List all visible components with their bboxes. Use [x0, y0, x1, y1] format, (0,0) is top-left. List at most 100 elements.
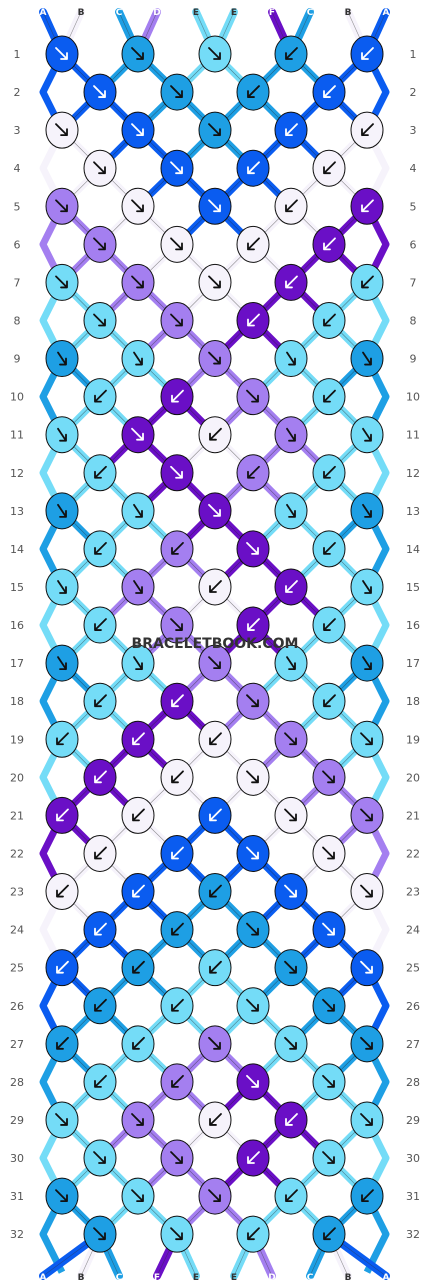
knot — [198, 873, 232, 911]
knot-arrow-icon — [247, 85, 260, 98]
row-number-left: 11 — [10, 429, 24, 442]
row-number-right: 15 — [406, 581, 420, 594]
knot — [45, 644, 79, 682]
knot-arrow-icon — [323, 542, 336, 555]
knot — [198, 644, 232, 682]
knot-arrow-icon — [55, 1189, 68, 1202]
knot — [45, 35, 79, 73]
knot-arrow-icon — [323, 618, 336, 631]
knot-arrow-icon — [361, 199, 374, 213]
knot-arrow-icon — [285, 275, 298, 289]
knot — [236, 454, 270, 492]
knot-arrow-icon — [93, 85, 106, 98]
knot — [83, 1215, 117, 1253]
knot — [350, 796, 384, 834]
knot — [160, 682, 194, 720]
knot-arrow-icon — [322, 922, 335, 936]
knot-arrow-icon — [323, 161, 336, 175]
row-number-left: 16 — [10, 619, 24, 632]
knot-arrow-icon — [57, 656, 67, 671]
knot-arrow-icon — [93, 237, 106, 251]
knot-arrow-icon — [209, 960, 222, 974]
knot-arrow-icon — [360, 732, 373, 746]
knot-arrow-icon — [360, 1036, 373, 1050]
knot-arrow-icon — [133, 503, 143, 518]
knot-arrow-icon — [247, 618, 260, 631]
knot — [198, 263, 232, 301]
knot — [236, 911, 270, 949]
knot-arrow-icon — [208, 503, 221, 517]
knot — [45, 187, 79, 225]
knot — [274, 568, 308, 606]
row-number-left: 26 — [10, 1000, 24, 1013]
knot — [312, 834, 346, 872]
row-number-left: 3 — [14, 124, 21, 137]
knot-arrow-icon — [55, 275, 68, 289]
knot — [236, 225, 270, 263]
row-number-right: 22 — [406, 847, 420, 860]
knot-arrow-icon — [322, 846, 335, 860]
knot — [121, 873, 155, 911]
row-number-left: 18 — [10, 695, 24, 708]
knot — [274, 1025, 308, 1063]
knot — [274, 35, 308, 73]
knot — [236, 606, 270, 644]
knot-arrow-icon — [246, 922, 259, 936]
knot-arrow-icon — [171, 694, 184, 708]
knot-arrow-icon — [361, 275, 374, 289]
knot-arrow-icon — [57, 427, 67, 442]
bottom-string-label: E — [193, 1273, 199, 1283]
knot — [350, 340, 384, 378]
knot — [121, 796, 155, 834]
top-string-label: A — [40, 8, 47, 18]
knot-arrow-icon — [171, 1074, 184, 1088]
knot — [350, 568, 384, 606]
knot-arrow-icon — [131, 199, 144, 213]
row-number-left: 22 — [10, 847, 24, 860]
knot — [350, 1177, 384, 1215]
knot-arrow-icon — [131, 123, 144, 137]
knot-arrow-icon — [285, 1189, 298, 1202]
knot-arrow-icon — [208, 1036, 221, 1050]
knot-arrow-icon — [322, 770, 335, 784]
knot — [160, 1215, 194, 1253]
knot — [350, 720, 384, 758]
row-number-right: 19 — [406, 733, 420, 746]
knot — [274, 720, 308, 758]
knot — [45, 796, 79, 834]
knot-arrow-icon — [55, 47, 68, 60]
knot — [198, 1177, 232, 1215]
row-number-left: 32 — [10, 1228, 24, 1241]
bottom-string-label: C — [307, 1273, 314, 1283]
knot — [83, 911, 117, 949]
knot — [83, 834, 117, 872]
knot — [160, 378, 194, 416]
knot-arrow-icon — [323, 237, 336, 251]
knot — [312, 606, 346, 644]
knot — [160, 987, 194, 1025]
knot — [160, 1063, 194, 1101]
knot — [83, 758, 117, 796]
knot-arrow-icon — [171, 389, 184, 403]
knot-arrow-icon — [246, 542, 259, 555]
knot — [312, 1215, 346, 1253]
row-number-left: 8 — [14, 314, 21, 327]
knot — [121, 263, 155, 301]
knot-arrow-icon — [93, 313, 106, 327]
knot-arrow-icon — [171, 846, 184, 860]
knot — [236, 378, 270, 416]
knot — [198, 796, 232, 834]
top-string-label: E — [193, 8, 199, 18]
row-number-right: 9 — [410, 353, 417, 366]
knot — [236, 682, 270, 720]
knot-arrow-icon — [56, 884, 69, 898]
knot-arrow-icon — [285, 123, 298, 137]
knot-arrow-icon — [56, 732, 69, 746]
knot — [312, 530, 346, 568]
knot-arrow-icon — [94, 618, 107, 631]
knot — [312, 987, 346, 1025]
knot-arrow-icon — [362, 427, 372, 442]
knot — [83, 225, 117, 263]
knot — [121, 568, 155, 606]
knot-arrow-icon — [209, 732, 222, 746]
